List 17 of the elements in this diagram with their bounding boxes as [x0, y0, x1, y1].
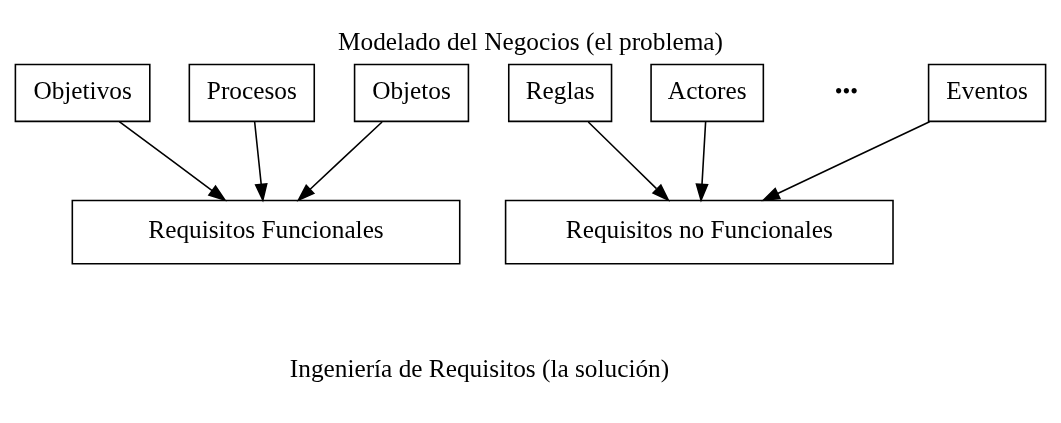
arrow: [253, 121, 268, 203]
arrow: [695, 121, 709, 203]
node-box: Requisitos no Funcionales: [504, 199, 894, 265]
node-box: Requisitos Funcionales: [71, 199, 461, 265]
node-box: Procesos: [188, 63, 316, 123]
node-box: Actores: [650, 63, 765, 123]
node-box: Objetos: [353, 63, 470, 123]
arrow: [296, 121, 383, 202]
label: •••: [834, 78, 858, 104]
diagram-title: Modelado del Negocios (el problema): [338, 26, 723, 55]
node-box: Reglas: [507, 63, 613, 123]
arrow: [761, 120, 931, 202]
arrow: [587, 121, 670, 202]
node-box: Eventos: [927, 63, 1047, 123]
arrow: [118, 120, 227, 202]
caption: Ingeniería de Requisitos (la solución): [289, 354, 670, 383]
node-box: Objetivos: [14, 63, 151, 123]
